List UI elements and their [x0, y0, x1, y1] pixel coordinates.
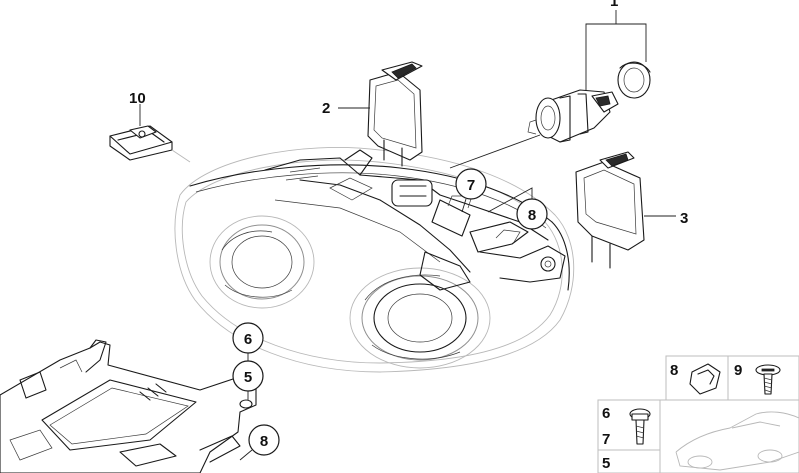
callout-8-top: 8: [528, 207, 536, 224]
callout-7-group: 7: [455, 168, 487, 213]
part-3-cover: [575, 151, 645, 269]
part-10-clip-nut: [109, 125, 173, 161]
callout-6-left-group: 6: [232, 322, 264, 362]
legend-bolt: 6 7: [602, 405, 651, 448]
callout-3: 3: [680, 210, 688, 227]
car-silhouette: [675, 411, 799, 471]
legend-bolt-bottom-number: 5: [602, 455, 610, 472]
legend-bolt-mid-number: 7: [602, 431, 610, 448]
callout-8-top-group: 8: [487, 187, 548, 230]
legend-clip-nut: 8: [670, 362, 721, 395]
part-1-bulb-assembly: [527, 61, 651, 143]
callout-5-left-group: 5: [232, 360, 264, 400]
headlight-assembly: [174, 147, 575, 373]
legend-screw: 9: [734, 362, 781, 395]
legend-bolt-top-number: 6: [602, 405, 610, 422]
callout-8-bottom: 8: [260, 433, 268, 450]
part-2-cover-cap: [367, 61, 423, 167]
callout-6-left: 6: [244, 331, 252, 348]
callout-1: 1: [610, 0, 618, 10]
callout-5-left: 5: [244, 369, 252, 386]
legend-screw-number: 9: [734, 362, 742, 379]
callout-2: 2: [322, 100, 330, 117]
legend-clip-nut-number: 8: [670, 362, 678, 379]
hardware-legend: 8 9 6 7 5: [597, 355, 799, 473]
mounting-bracket: [0, 339, 259, 473]
callout-8-bottom-group: 8: [239, 424, 280, 461]
callout-10: 10: [129, 90, 146, 107]
callout-7: 7: [467, 177, 475, 194]
